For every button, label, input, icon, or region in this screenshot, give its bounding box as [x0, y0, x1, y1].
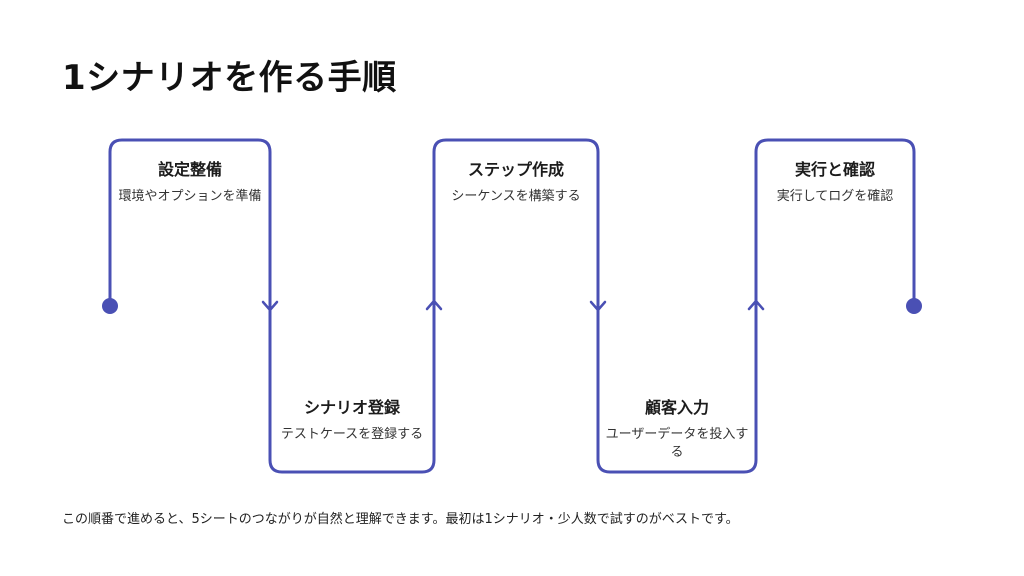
- arrow-up-icon: [747, 299, 765, 311]
- step-title: シナリオ登録: [303, 398, 400, 417]
- arrow-down-icon: [589, 300, 607, 312]
- arrow-down-icon: [261, 300, 279, 312]
- step-description: ユーザーデータを投入する: [605, 427, 749, 460]
- step-settings: 設定整備 環境やオプションを準備: [110, 156, 270, 206]
- flow-end-dot: [906, 298, 922, 314]
- arrow-up-icon: [425, 299, 443, 311]
- step-description: シーケンスを構築する: [451, 189, 581, 204]
- flow-start-dot: [102, 298, 118, 314]
- step-description: テストケースを登録する: [280, 427, 424, 442]
- step-title: 実行と確認: [794, 160, 875, 179]
- step-description: 環境やオプションを準備: [118, 189, 262, 204]
- flow-connector-line: [108, 138, 916, 474]
- step-title: 顧客入力: [644, 398, 709, 417]
- step-customer-input: 顧客入力 ユーザーデータを投入する: [597, 394, 757, 462]
- step-title: 設定整備: [157, 160, 222, 179]
- footer-note: この順番で進めると、5シートのつながりが自然と理解できます。最初は1シナリオ・少…: [62, 512, 739, 527]
- step-title: ステップ作成: [467, 160, 564, 179]
- step-scenario-register: シナリオ登録 テストケースを登録する: [272, 394, 432, 444]
- step-description: 実行してログを確認: [776, 189, 894, 204]
- page-title: 1シナリオを作る手順: [62, 58, 397, 98]
- step-run-and-verify: 実行と確認 実行してログを確認: [755, 156, 915, 206]
- step-create-steps: ステップ作成 シーケンスを構築する: [436, 156, 596, 206]
